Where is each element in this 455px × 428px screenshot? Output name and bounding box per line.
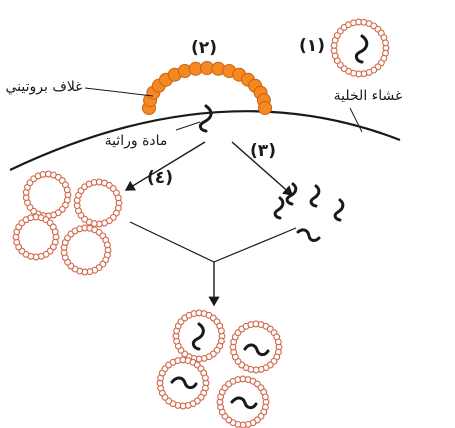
label-genetic-material: مادة وراثية xyxy=(105,133,168,149)
new-virus xyxy=(229,320,283,374)
arrow-to-dna xyxy=(231,141,294,196)
pointer-genetic-material xyxy=(175,121,201,131)
dna-squiggle-4 xyxy=(273,196,285,220)
protein-coat-capsid xyxy=(142,61,272,115)
empty-capsid xyxy=(73,178,123,228)
assembly-lines xyxy=(129,221,297,263)
capsid-bead xyxy=(258,101,272,115)
dna-squiggle-2 xyxy=(309,184,321,208)
ring-bead xyxy=(63,186,71,194)
ring-bead xyxy=(103,241,111,249)
step-2-label: (٢) xyxy=(191,38,217,58)
ring-bead xyxy=(274,338,282,346)
step-4-label: (٤) xyxy=(147,168,173,188)
label-protein-coat: غلاف بروتيني xyxy=(5,79,82,95)
free-genetic-material xyxy=(273,182,345,242)
label-cell-membrane: غشاء الخلية xyxy=(334,88,403,104)
ring-bead xyxy=(382,39,389,47)
ring-bead xyxy=(201,374,209,382)
empty-capsid xyxy=(60,224,112,276)
ring-bead xyxy=(51,228,59,236)
ring-bead xyxy=(217,327,225,335)
virus-genetic-material xyxy=(230,396,258,410)
pointer-protein-coat xyxy=(84,87,154,97)
genetic-material-strand xyxy=(198,104,213,133)
new-virus xyxy=(172,309,226,363)
step-1-label: (١) xyxy=(299,36,325,56)
empty-capsid xyxy=(22,170,72,220)
new-virus xyxy=(216,375,270,428)
virus-genetic-material xyxy=(170,376,198,390)
ring-bead xyxy=(114,194,122,202)
virus-genetic-material xyxy=(354,34,369,64)
virus-rings xyxy=(12,18,390,428)
dna-squiggle-5 xyxy=(296,228,321,242)
virus-genetic-material xyxy=(191,322,205,351)
ring-bead xyxy=(261,393,269,401)
pointer-cell-membrane xyxy=(349,107,363,133)
arrow-to-capsids xyxy=(124,141,206,191)
new-virus xyxy=(156,356,210,410)
step-3-label: (٣) xyxy=(250,141,276,161)
dna-squiggle-1 xyxy=(285,182,298,206)
empty-capsid xyxy=(12,213,60,261)
virus-step-1 xyxy=(330,18,390,78)
virus-genetic-material xyxy=(243,343,270,357)
dna-squiggle-3 xyxy=(333,198,345,222)
